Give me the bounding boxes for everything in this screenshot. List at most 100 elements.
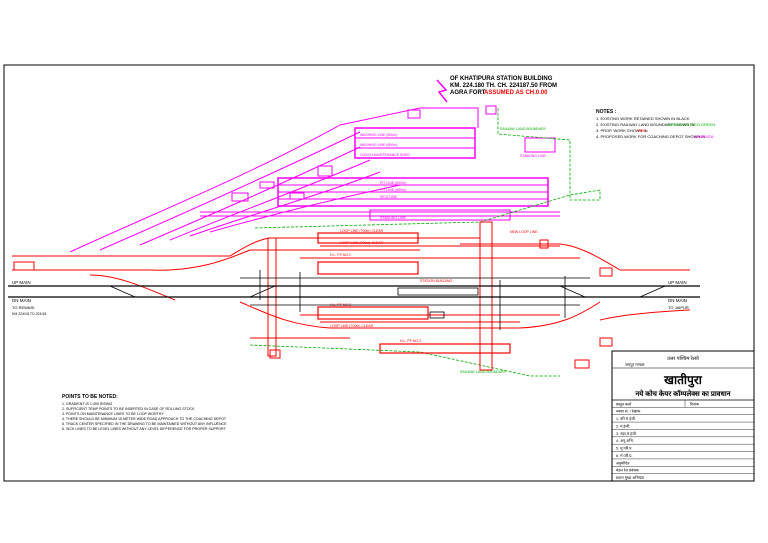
label-up-main-right: UP MAIN bbox=[668, 280, 687, 285]
label-dn-main-right: DN MAIN bbox=[668, 298, 687, 303]
point-5: 5. TRACK CENTER SPECIFIED IN THE DRAWING… bbox=[62, 422, 227, 426]
tb-row-label: नक्शा सं. / रेखांक bbox=[616, 409, 640, 414]
sb-box-8 bbox=[269, 349, 281, 359]
depot-fan-line-5 bbox=[209, 184, 401, 233]
depot-building bbox=[231, 192, 249, 202]
track-line bbox=[460, 243, 690, 271]
label-washing-line-2: WASHING LINE (600m) bbox=[360, 143, 397, 147]
tb-row-label: 1. वरि.मं.इंजी. bbox=[616, 416, 636, 421]
boundary-top bbox=[254, 108, 601, 229]
label-coach-maint: COACH MAINTENANCE SHED bbox=[360, 153, 410, 157]
depot-fan-boundary bbox=[69, 107, 479, 253]
label-up-main-left: UP MAIN bbox=[12, 280, 31, 285]
chainage-marker bbox=[436, 79, 448, 103]
drawing-frame bbox=[3, 64, 755, 482]
label-coaching-office: STABLING LINE bbox=[520, 154, 546, 158]
label-washing-line-1: WASHING LINE (600m) bbox=[360, 133, 397, 137]
depot-building bbox=[407, 109, 421, 119]
existing-main-lines bbox=[8, 270, 700, 330]
washing-apron bbox=[369, 209, 511, 221]
sb-box-7 bbox=[13, 261, 35, 271]
project-title: नये कोच केयर कॉम्पलेक्स का प्रावधान bbox=[634, 389, 731, 398]
tb-row-label: प्रस्तुत कर्ता bbox=[616, 401, 632, 407]
org-line-2: जयपुर मण्डल bbox=[625, 362, 645, 368]
tb-row-label: प्रधान मुख्य अभियंता bbox=[616, 475, 645, 481]
tb-row-value: दिनांक bbox=[690, 401, 699, 406]
crossover bbox=[559, 285, 586, 298]
notes-block: NOTES : 1. EXISTING WORK RETAINED SHOWN … bbox=[596, 109, 715, 139]
note-1: 1. EXISTING WORK RETAINED SHOWN IN BLACK bbox=[596, 116, 690, 121]
label-boundary-top: RAILWAY LAND BOUNDARY bbox=[500, 127, 547, 131]
depot-fan-line-3 bbox=[169, 159, 371, 241]
crossover bbox=[109, 285, 136, 298]
header-line-3-highlight: ASSUMED AS CH.0.00 bbox=[484, 90, 548, 96]
label-pit-line-2: PIT LINE (600m) bbox=[380, 188, 406, 192]
note-2: 2. EXISTING RAILWAY LAND BOUNDARY SHOWN … bbox=[596, 122, 695, 127]
tb-row-label: 3. सहा.मं.इंजी. bbox=[616, 431, 637, 436]
label-loop-line-3: LOOP LINE (700m) CLEAR bbox=[330, 324, 374, 328]
boundary-bottom bbox=[249, 344, 560, 377]
header-line-3: AGRA FORT bbox=[450, 90, 486, 96]
note-3: 3. PROP. WORK SHOWN IN bbox=[596, 128, 648, 133]
depot-building bbox=[485, 105, 497, 115]
existing-building bbox=[429, 311, 445, 319]
note-3-color: RED bbox=[638, 128, 647, 133]
point-2: 2. SUFFICIENT TEMP POINTS TO BE INSERTED… bbox=[62, 407, 195, 411]
label-to-rewari: TO REWARI bbox=[12, 305, 34, 310]
track-line bbox=[599, 309, 691, 321]
label-stabling-line: STABLING LINE bbox=[380, 216, 406, 220]
label-to-rewari-km: KM 224/18 TO 224/18 bbox=[12, 312, 46, 316]
label-loop-line-2: LOOP LINE (700m) CLEAR bbox=[340, 241, 384, 245]
station-name: खातीपुरा bbox=[663, 373, 703, 388]
note-2-color: GREEN DOTTED GREEN bbox=[668, 122, 715, 127]
label-station-building: STATION BUILDING bbox=[420, 279, 452, 283]
depot-fan-line-4 bbox=[189, 171, 381, 237]
sb-box-1 bbox=[479, 221, 493, 371]
label-pit-line-1: PIT LINE (600m) bbox=[380, 181, 406, 185]
chainage-header: OF KHATIPURA STATION BUILDING KM. 224.18… bbox=[436, 76, 557, 103]
notes-title: NOTES : bbox=[596, 109, 617, 115]
label-dn-main-left: DN MAIN bbox=[12, 298, 31, 303]
point-6: 6. SICK LINES TO BE LEVEL LINES WITHOUT … bbox=[62, 427, 227, 431]
tb-row-label: 5. मु.परि.प्र. bbox=[616, 446, 633, 452]
railway-land-boundary bbox=[249, 108, 601, 377]
note-4-color: MAGENTA bbox=[694, 134, 714, 139]
point-3: 3. POINTS ON MAINTENANCE LINES TO BE LOO… bbox=[62, 412, 164, 416]
title-block: उत्तर पश्चिम रेलवे जयपुर मण्डल खातीपुरा … bbox=[611, 350, 755, 482]
point-1: 1. GRADIENT IS 1:400 RISING bbox=[62, 402, 112, 406]
coach-maint-shed bbox=[354, 127, 476, 159]
depot-fan-line-1 bbox=[99, 131, 361, 251]
platform-pf4 bbox=[379, 343, 511, 354]
label-hl-pf-1: H.L. PF NO.1 bbox=[330, 253, 351, 257]
track-line bbox=[239, 301, 601, 329]
depot-building bbox=[259, 181, 275, 189]
tb-row-label: 2. मं.इंजी. bbox=[616, 423, 630, 428]
tb-row-label: अनुमोदित bbox=[616, 460, 630, 466]
depot-fan-line-2 bbox=[139, 146, 361, 246]
label-new-loop: NEW LOOP LINE bbox=[510, 230, 538, 234]
point-4: 4. THERE SHOULD BE MINIMUM 15 METER WIDE… bbox=[62, 417, 227, 421]
crossover bbox=[249, 285, 276, 298]
platform-pf1 bbox=[317, 232, 419, 244]
crossover bbox=[639, 285, 666, 298]
sb-box-5 bbox=[599, 337, 613, 347]
label-hl-pf-3: H.L. PF NO.3 bbox=[400, 339, 421, 343]
note-4: 4. PROPOSED WORK FOR COACHING DEPOT SHOW… bbox=[596, 134, 705, 139]
existing-platform bbox=[397, 287, 479, 296]
platform-pf2 bbox=[317, 261, 419, 275]
sb-box-4 bbox=[574, 359, 590, 369]
tb-row-label: मंडल रेल प्रबंधक bbox=[616, 468, 639, 473]
sb-box-6 bbox=[599, 267, 613, 277]
platform-pf3 bbox=[317, 306, 429, 320]
tb-row-label: 4. अनु.अभि. bbox=[616, 438, 634, 444]
depot-building bbox=[317, 165, 333, 177]
title-block-frame bbox=[611, 350, 755, 482]
title-block-rows: प्रस्तुत कर्ता दिनांक नक्शा सं. / रेखांक 1.… bbox=[612, 400, 754, 481]
label-sick-line: SICK LINE bbox=[380, 195, 398, 199]
label-boundary-bottom: RAILWAY LAND BOUNDARY bbox=[460, 370, 507, 374]
track-line bbox=[149, 249, 420, 271]
header-line-1: OF KHATIPURA STATION BUILDING bbox=[450, 76, 553, 82]
depot-building bbox=[289, 192, 305, 200]
points-to-be-noted: POINTS TO BE NOTED: 1. GRADIENT IS 1:400… bbox=[62, 394, 227, 431]
